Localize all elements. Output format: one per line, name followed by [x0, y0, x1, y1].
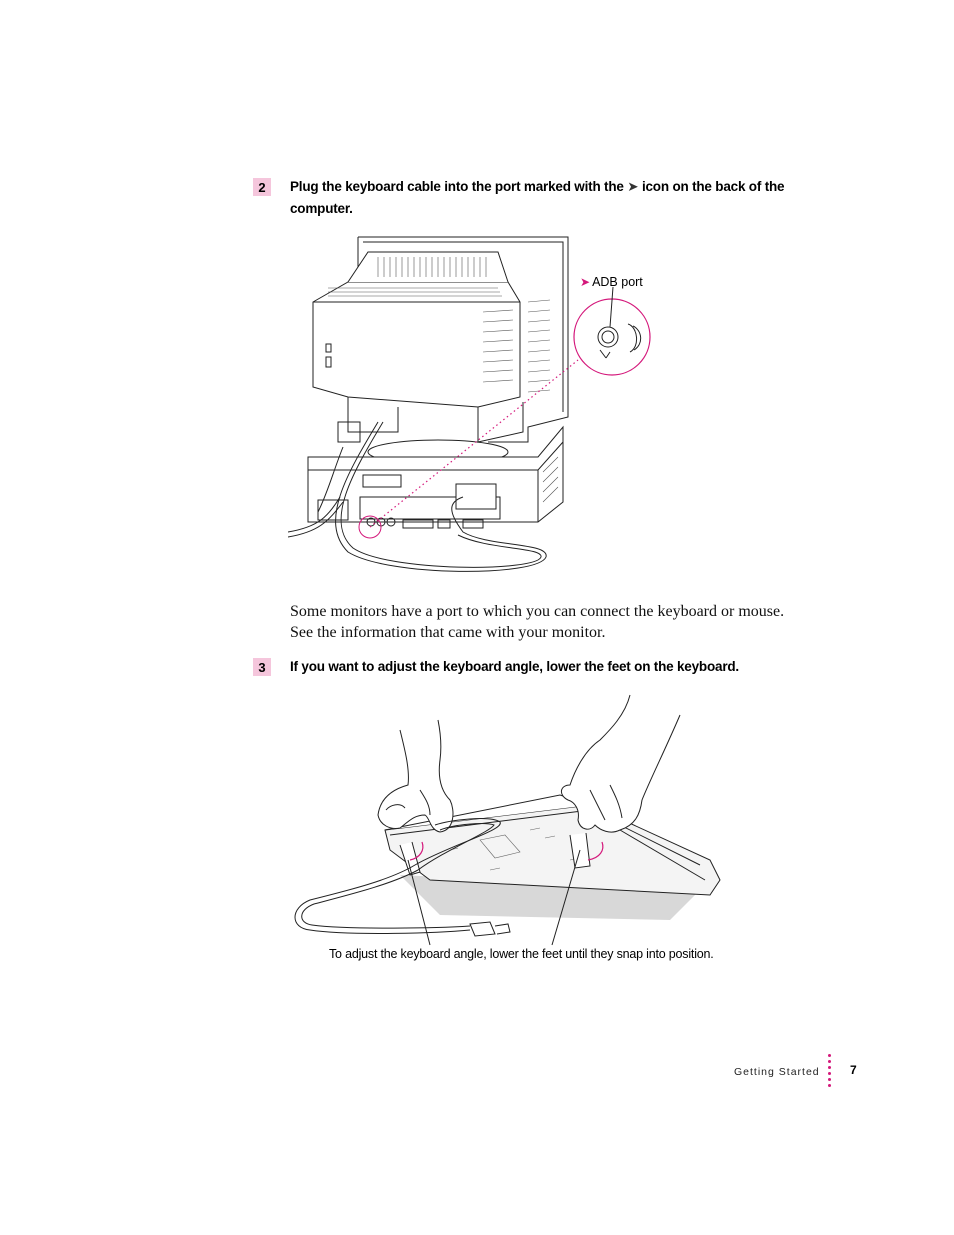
- adb-port-callout: ➤ADB port: [580, 275, 643, 289]
- computer-illustration: [288, 236, 651, 572]
- keyboard-illustration: [294, 694, 721, 946]
- step-2-text-line2: computer.: [290, 201, 353, 216]
- step-2-text-before: Plug the keyboard cable into the port ma…: [290, 179, 628, 194]
- step-2-instruction: Plug the keyboard cable into the port ma…: [290, 176, 785, 220]
- step-3-number: 3: [253, 658, 271, 676]
- adb-port-icon: ➤: [627, 179, 639, 194]
- monitor-note-line2: See the information that came with your …: [290, 624, 606, 641]
- page-number: 7: [850, 1063, 857, 1077]
- adb-port-label: ADB port: [592, 275, 643, 289]
- monitor-note: Some monitors have a port to which you c…: [290, 601, 850, 643]
- monitor-note-line1: Some monitors have a port to which you c…: [290, 603, 785, 620]
- footer-divider: [828, 1054, 831, 1090]
- keyboard-caption: To adjust the keyboard angle, lower the …: [329, 947, 714, 961]
- footer-section-title: Getting Started: [734, 1066, 820, 1078]
- step-2-text-after: icon on the back of the: [638, 179, 785, 194]
- step-3-instruction: If you want to adjust the keyboard angle…: [290, 659, 739, 674]
- adb-port-icon: ➤: [580, 275, 591, 289]
- step-2-number: 2: [253, 178, 271, 196]
